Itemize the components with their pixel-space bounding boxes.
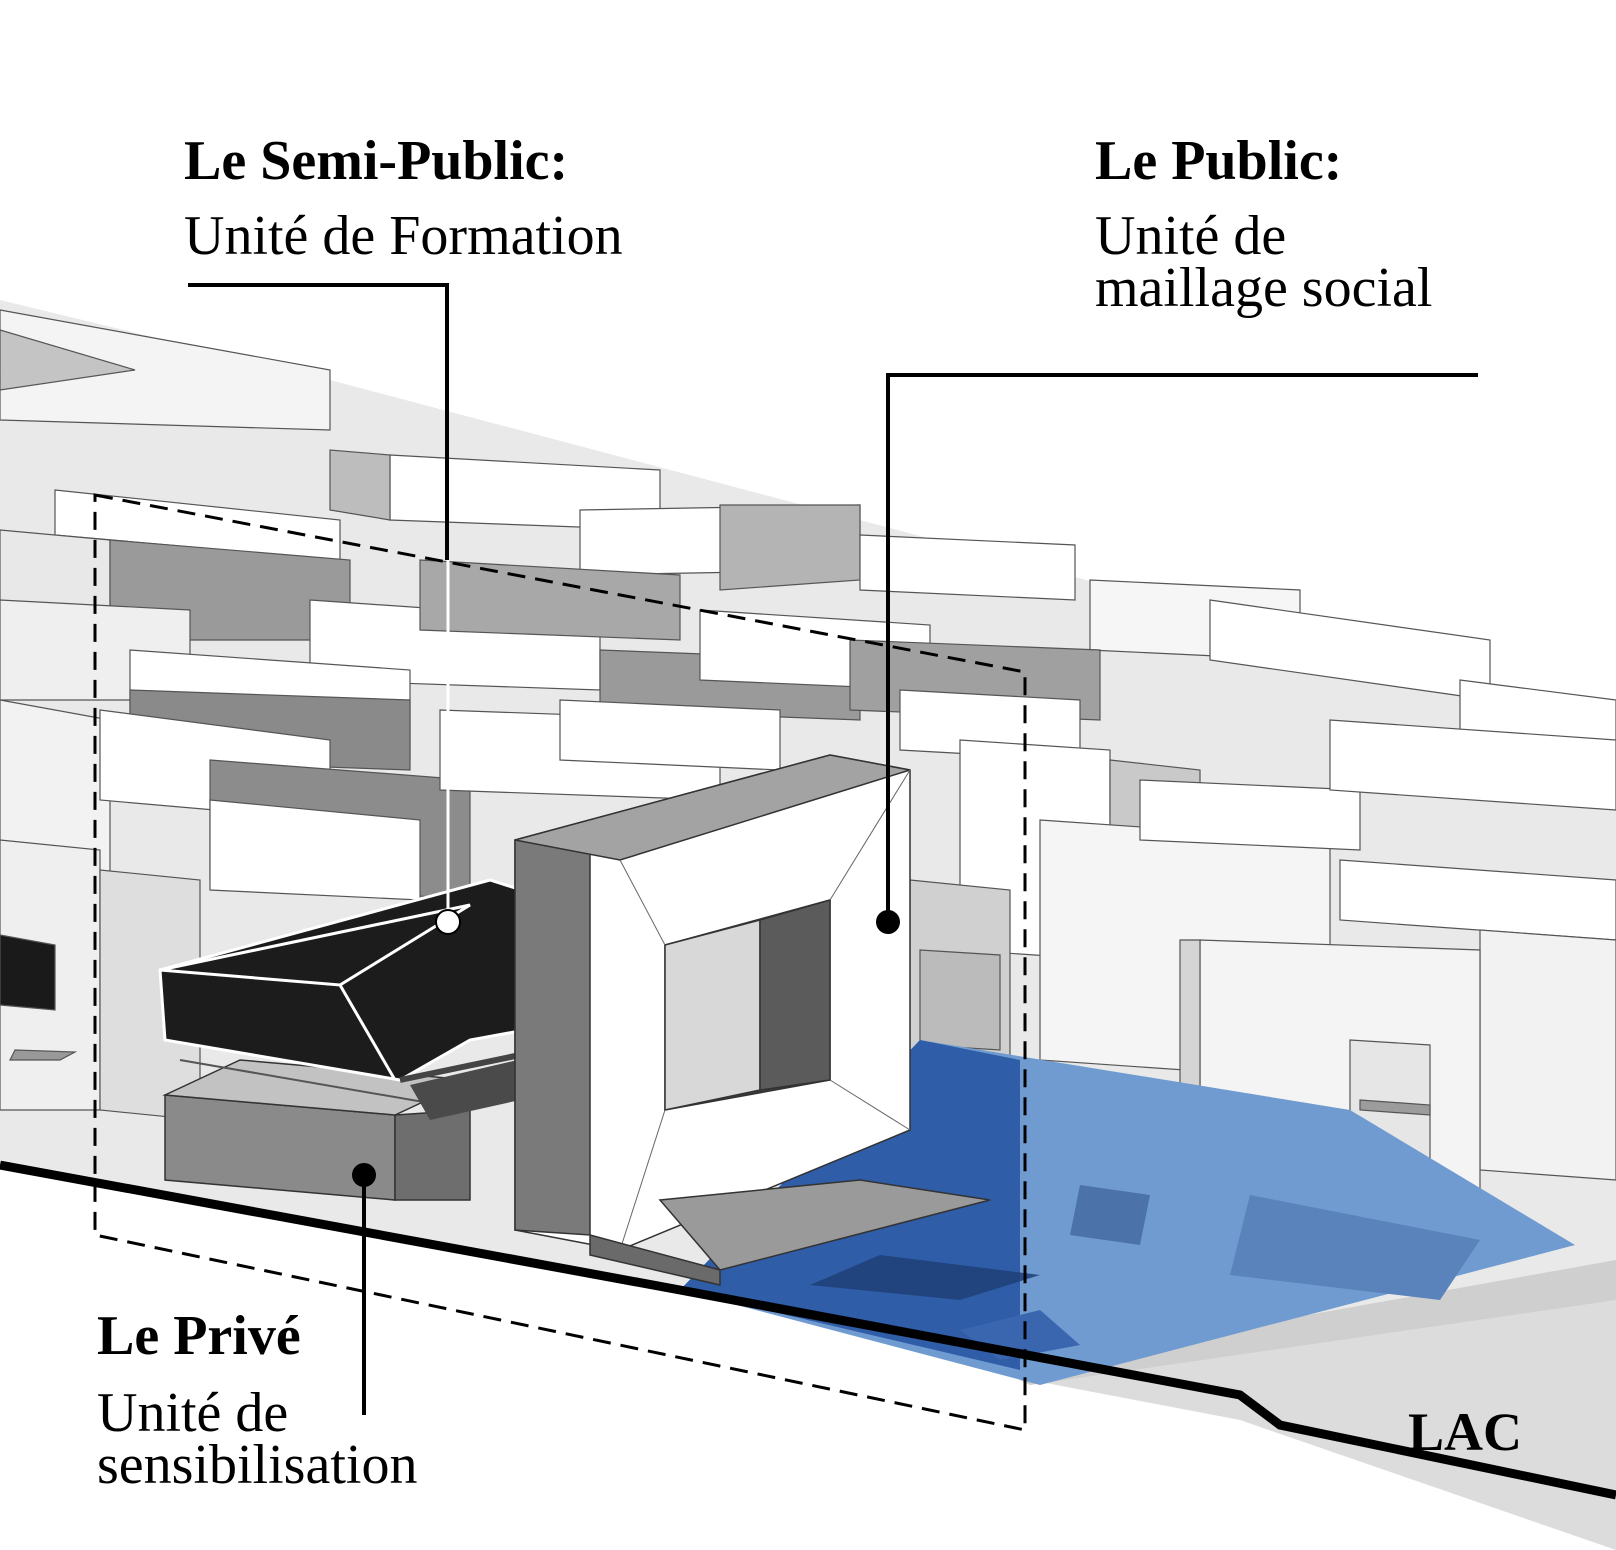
leader-lines xyxy=(188,283,1478,1415)
public-subtitle-line1: Unité de xyxy=(1095,205,1287,267)
private-volume xyxy=(162,1059,473,1201)
private-subtitle-line1: Unité de xyxy=(97,1382,289,1444)
public-marker xyxy=(876,910,900,934)
site-boundary xyxy=(0,1160,1616,1500)
project-boundary xyxy=(93,493,1027,1432)
private-title: Le Privé xyxy=(97,1305,301,1367)
semi-public-subtitle: Unité de Formation xyxy=(184,205,623,267)
private-marker xyxy=(352,1163,376,1187)
semi-public-title: Le Semi-Public: xyxy=(184,130,569,192)
public-title: Le Public: xyxy=(1095,130,1343,192)
public-subtitle-line2: maillage social xyxy=(1095,257,1433,319)
urban-blocks xyxy=(0,309,1616,1221)
lake-label: LAC xyxy=(1408,1402,1523,1462)
semi-public-marker xyxy=(435,909,461,935)
private-subtitle-line2: sensibilisation xyxy=(97,1434,418,1496)
portal-volume xyxy=(514,754,991,1286)
